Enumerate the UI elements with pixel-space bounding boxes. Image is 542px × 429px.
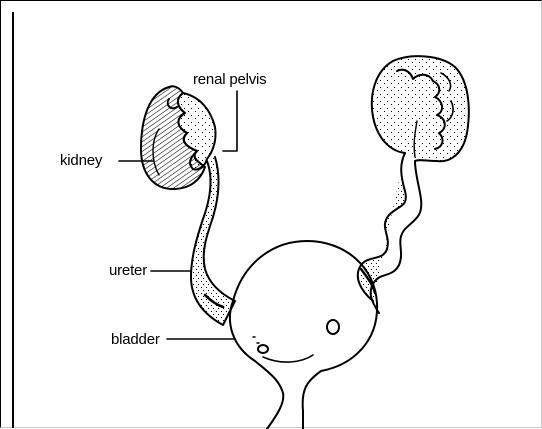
bladder-label: bladder (111, 332, 160, 347)
left-ureter (191, 157, 235, 325)
renal-pelvis-label: renal pelvis (193, 72, 266, 87)
ureter-label: ureter (109, 263, 147, 278)
bladder (230, 241, 377, 429)
renal-pelvis-leader (223, 91, 237, 151)
kidney-label: kidney (60, 153, 102, 168)
right-kidney (372, 56, 469, 161)
right-ureter (358, 153, 422, 313)
